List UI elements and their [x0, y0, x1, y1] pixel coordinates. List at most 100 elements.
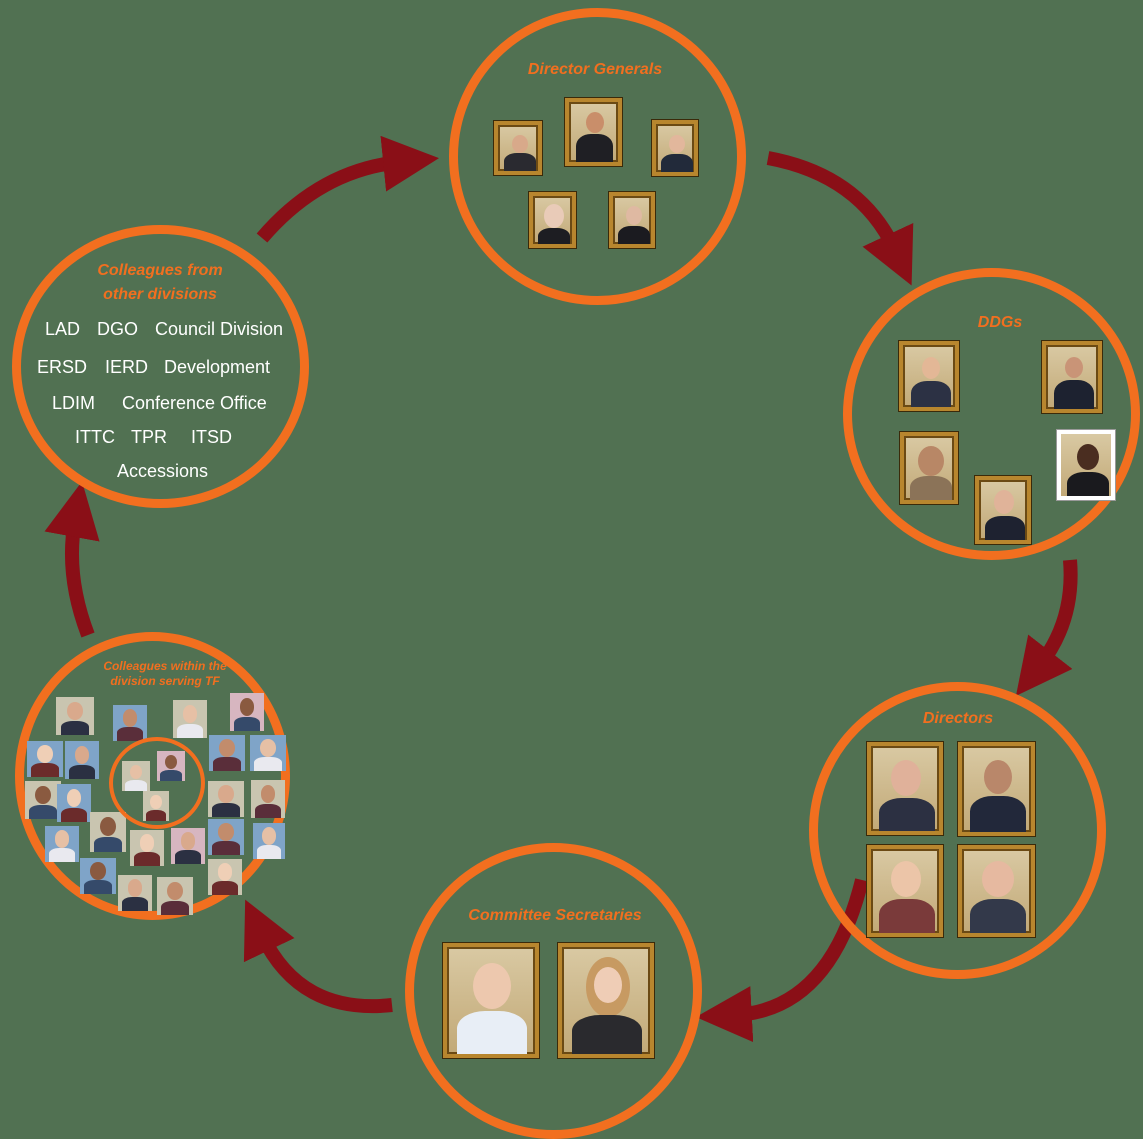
- portrait-body: [94, 836, 122, 852]
- colleague-photo: [209, 735, 245, 771]
- portrait-head: [217, 863, 233, 881]
- portrait-head: [626, 206, 642, 225]
- portrait-body: [879, 899, 935, 933]
- portrait-head: [219, 739, 235, 757]
- colleague-photo: [113, 705, 147, 741]
- portrait-head: [100, 816, 116, 836]
- portrait-body: [122, 897, 148, 911]
- dg-portrait-1: [494, 121, 542, 175]
- within-division-title-line2: division serving TF: [110, 674, 220, 688]
- portrait-head: [891, 760, 921, 796]
- portrait-head: [982, 861, 1014, 897]
- portrait-body: [61, 807, 87, 822]
- portrait-body: [49, 848, 75, 862]
- division-ersd: ERSD: [37, 357, 88, 377]
- portrait-body: [879, 798, 935, 831]
- division-council: Council Division: [155, 319, 284, 339]
- portrait-body: [84, 880, 112, 894]
- dg-portrait-5: [609, 192, 655, 248]
- colleague-photo: [56, 697, 94, 735]
- portrait-body: [255, 803, 281, 818]
- portrait-head: [669, 135, 685, 153]
- portrait-body: [576, 134, 613, 162]
- colleague-photo: [208, 859, 242, 895]
- colleague-photo: [27, 741, 63, 777]
- portrait-body: [1054, 380, 1094, 409]
- ddg-portrait-5: [975, 476, 1031, 544]
- ddgs-title: DDGs: [977, 314, 1023, 331]
- division-lad: LAD: [45, 319, 81, 339]
- colleague-photo: [118, 875, 152, 911]
- ddg-portrait-1: [899, 341, 959, 411]
- portrait-head: [918, 446, 944, 476]
- portrait-head: [1065, 357, 1083, 378]
- director-generals-title: Director Generals: [527, 61, 663, 78]
- division-dgo: DGO: [97, 319, 139, 339]
- portrait-head: [1077, 444, 1099, 470]
- division-accessions: Accessions: [117, 461, 209, 481]
- portrait-body: [970, 796, 1026, 832]
- division-ierd: IERD: [105, 357, 149, 377]
- colleague-photo: [45, 826, 79, 862]
- portrait-head: [66, 788, 82, 807]
- director-portrait-3: [867, 845, 943, 937]
- arrow-other-to-dg: [256, 135, 440, 243]
- ddgs-circle: [843, 268, 1140, 560]
- secretary-portrait-2: [558, 943, 654, 1058]
- portrait-body: [661, 154, 693, 172]
- portrait-head: [239, 697, 255, 716]
- portrait-head: [122, 709, 138, 727]
- colleague-photo: [57, 784, 91, 822]
- portrait-head: [218, 785, 234, 803]
- colleague-photo: [80, 858, 116, 894]
- portrait-head: [261, 827, 277, 845]
- colleague-photo: [157, 877, 193, 915]
- portrait-body: [985, 516, 1025, 540]
- portrait-body: [161, 900, 189, 915]
- portrait-body: [134, 852, 160, 866]
- colleague-photo: [65, 741, 99, 779]
- portrait-head: [37, 745, 53, 763]
- ddg-portrait-3: [900, 432, 958, 504]
- colleague-photo: [90, 812, 126, 852]
- portrait-body: [212, 881, 238, 895]
- division-itsd: ITSD: [191, 427, 233, 447]
- portrait-face: [594, 967, 622, 1003]
- portrait-body: [69, 764, 95, 779]
- other-divisions-title-line2: other divisions: [103, 286, 217, 303]
- division-conference-office: Conference Office: [122, 393, 267, 413]
- ddg-portrait-2: [1042, 341, 1102, 413]
- portrait-head: [54, 830, 70, 848]
- portrait-body: [572, 1015, 642, 1054]
- directors-title: Directors: [922, 710, 994, 727]
- portrait-head: [586, 112, 604, 133]
- within-division-circle: [15, 632, 290, 920]
- portrait-head: [473, 963, 511, 1009]
- directors-circle: [809, 682, 1106, 979]
- portrait-body: [254, 757, 282, 771]
- colleague-photo: [130, 830, 164, 866]
- colleague-photo: [250, 735, 286, 771]
- other-divisions-circle: [12, 225, 309, 508]
- division-tpr: TPR: [131, 427, 167, 447]
- portrait-head: [167, 881, 183, 900]
- portrait-body: [29, 804, 57, 819]
- colleague-photo: [251, 780, 285, 818]
- portrait-body: [234, 716, 260, 731]
- arrow-within-to-other: [44, 481, 100, 638]
- colleague-photo: [208, 819, 244, 855]
- portrait-head: [182, 704, 198, 723]
- portrait-head: [127, 879, 143, 897]
- portrait-head: [35, 785, 51, 804]
- dg-portrait-3: [652, 120, 698, 176]
- ddg-portrait-4: [1057, 430, 1115, 500]
- portrait-head: [544, 204, 564, 228]
- colleague-photo: [171, 828, 205, 864]
- portrait-body: [457, 1011, 527, 1054]
- portrait-body: [175, 850, 201, 864]
- portrait-body: [256, 845, 282, 859]
- portrait-body: [177, 723, 203, 738]
- portrait-head: [180, 832, 196, 850]
- portrait-body: [31, 763, 59, 777]
- colleague-photo: [230, 693, 264, 731]
